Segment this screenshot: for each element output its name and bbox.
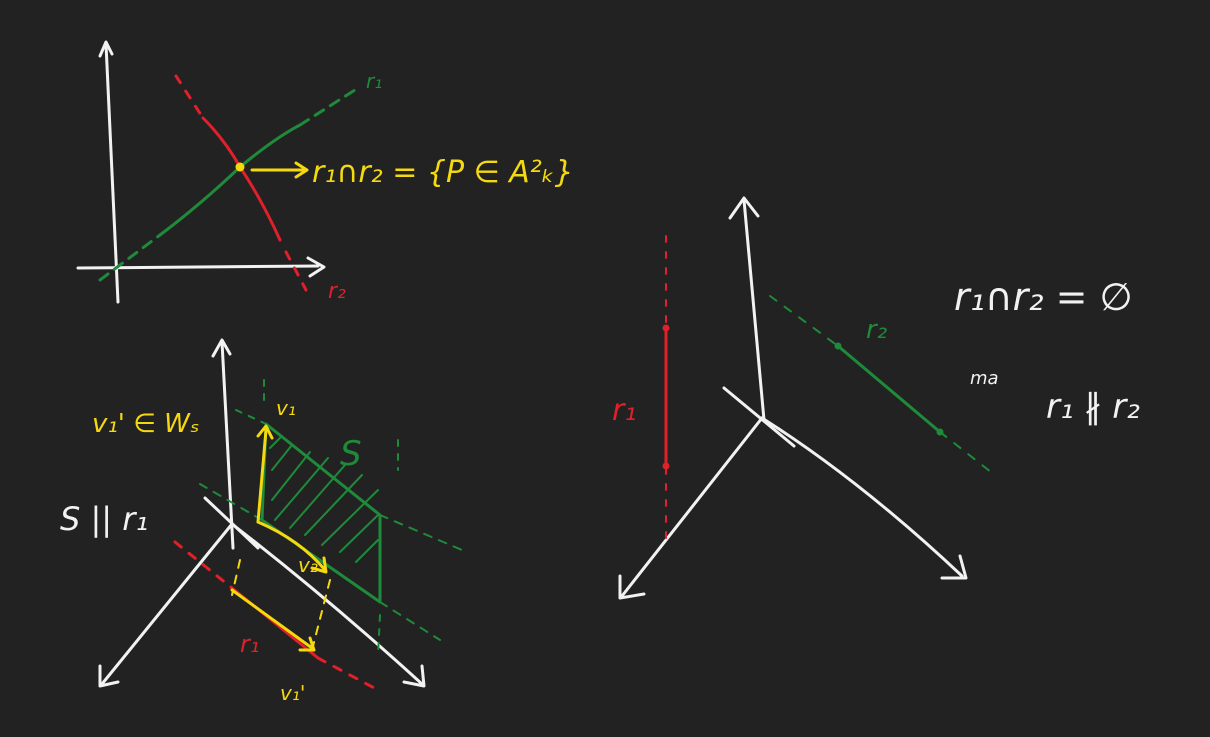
vector-v1-prime (230, 588, 314, 650)
line-r2-dashed-upper (174, 74, 205, 120)
r2-point-bottom (936, 428, 944, 436)
ma-text: ma (970, 368, 999, 389)
origin-cross-3d (722, 386, 796, 448)
plane-S-dashed-edge-bottom (379, 601, 441, 641)
z-axis-3d-arrowhead (728, 196, 760, 220)
y-axis-arrowhead (98, 40, 114, 58)
r1-point-bottom (662, 462, 670, 470)
vector-v2-arrowhead (310, 556, 328, 574)
y-axis (104, 42, 120, 304)
line-r1-dashed-upper (298, 86, 360, 127)
label-r1-skew: r₁ (612, 393, 636, 428)
x-axis-3d-left (620, 416, 764, 598)
diagram-skew-lines (618, 196, 997, 600)
not-parallel-text: r₁ ∦ r₂ (1046, 387, 1140, 427)
intersection-arrowhead (294, 161, 309, 179)
projection-dashed-1 (231, 559, 241, 596)
vector-v1-arrowhead (256, 424, 274, 440)
origin-cross (203, 496, 260, 550)
plane-S-dashed-edge-right (379, 514, 463, 551)
vector-v1 (256, 428, 268, 524)
line-r1-solid (158, 123, 302, 237)
vector-v2 (256, 520, 327, 572)
line-r2-dashed-lower (284, 250, 308, 292)
empty-intersection-text: r₁∩r₂ = ∅ (954, 275, 1133, 319)
plane-S-hatch (269, 435, 379, 563)
x-axis-3d-left-arrowhead (618, 574, 646, 600)
parallel-text: S || r₁ (60, 500, 148, 538)
z-axis (220, 340, 235, 550)
line-r1-3d-dashed-upper (173, 540, 234, 590)
r1-point-top (662, 324, 670, 332)
label-r1-3d: r₁ (240, 630, 260, 658)
label-v2: v₂ (298, 553, 318, 577)
line-r2-skew-dashed-lower (939, 431, 997, 477)
line-r1-dashed-lower (98, 233, 162, 282)
plane-S-dashed-edge-top (235, 409, 267, 425)
label-r2-skew: r₂ (866, 315, 887, 345)
y-axis-3d (230, 522, 424, 686)
intersection-formula: r₁∩r₂ = {P ∈ A²ₖ} (312, 155, 574, 190)
line-r2-skew-dashed-upper (769, 295, 839, 347)
r2-point-top (834, 342, 842, 350)
membership-text: v₁' ∈ Wₛ (92, 409, 200, 439)
x-axis-3d-arrowhead (98, 664, 120, 688)
line-r1-3d-dashed-lower (316, 656, 380, 692)
z-axis-arrowhead (211, 338, 232, 358)
y-axis-3d-right-arrowhead (940, 554, 968, 580)
y-axis-3d-right (760, 416, 964, 578)
projection-dashed-2 (311, 579, 331, 651)
label-r2: r₂ (328, 279, 346, 304)
label-v1-prime: v₁' (280, 681, 305, 705)
y-axis-3d-arrowhead (402, 664, 426, 688)
plane-S-dashed-edge-left (199, 483, 263, 521)
line-r2-skew-solid (836, 344, 942, 434)
vector-v1-prime-arrowhead (298, 636, 316, 652)
x-axis-3d (100, 522, 234, 686)
x-axis-arrowhead (306, 256, 326, 278)
intersection-point (235, 162, 245, 172)
label-v1: v₁ (276, 396, 296, 420)
diagram-plane-parallel (98, 338, 463, 692)
line-r2-solid (201, 116, 282, 242)
z-axis-3d (742, 198, 766, 422)
label-plane-S: S (340, 434, 362, 474)
diagram-intersecting-lines (76, 40, 360, 304)
plane-S-dashed-vertical-3 (377, 614, 381, 656)
label-r1: r₁ (366, 69, 382, 93)
